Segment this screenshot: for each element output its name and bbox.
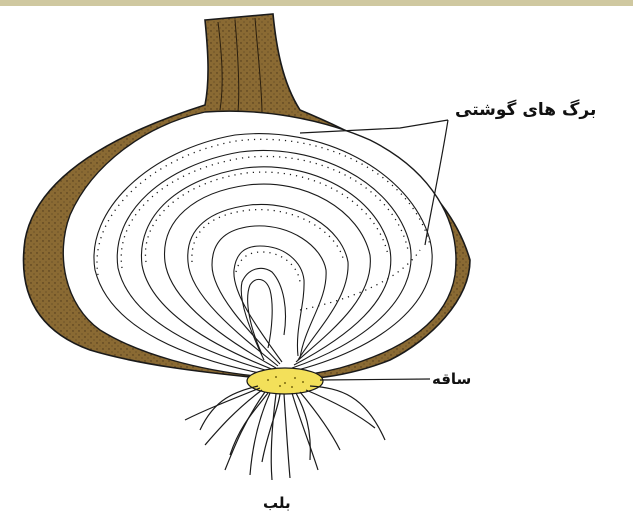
label-bulb: بلب — [263, 494, 291, 512]
label-stem: ساقه — [432, 370, 471, 388]
top-edge-band — [0, 0, 633, 6]
stem-leader-line — [320, 379, 430, 380]
roots — [185, 386, 385, 480]
label-fleshy-leaves: برگ های گوشتی — [455, 100, 596, 120]
stem-plate — [247, 368, 323, 394]
